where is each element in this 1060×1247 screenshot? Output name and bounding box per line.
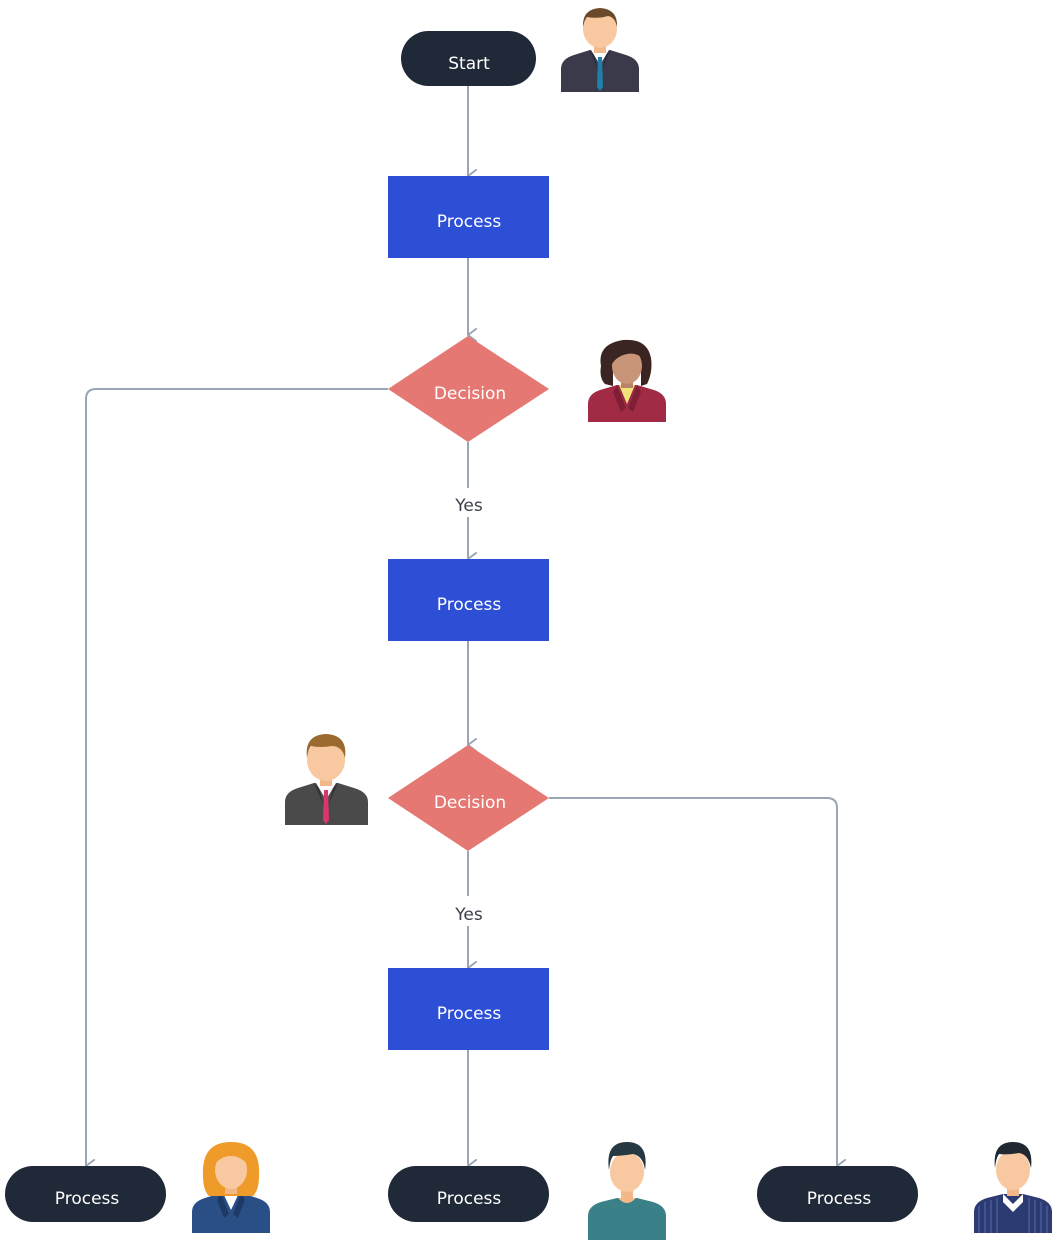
process-node-1-shape [388,176,549,258]
decision-node-2-shape [388,745,549,851]
end-node-left-label: Process [55,1189,120,1209]
process-node-2-label: Process [437,595,502,615]
process-node-2[interactable]: Process [388,559,549,641]
process-node-3-shape [388,968,549,1050]
edge-label-decision-1-yes: Yes [454,496,483,516]
decision-node-2-label: Decision [434,793,506,813]
start-node[interactable]: Start [401,31,536,86]
end-node-middle-shape [388,1166,549,1222]
woman-orange-hair-icon [192,1142,270,1233]
man-suit-red-tie-icon [285,734,368,825]
decision-node-1-shape [388,336,549,442]
process-node-2-shape [388,559,549,641]
man-striped-sweater-icon [974,1142,1052,1233]
end-node-right-shape [757,1166,918,1222]
end-node-right[interactable]: Process [757,1166,918,1222]
decision-node-1-label: Decision [434,384,506,404]
connectors [85,86,846,1173]
end-node-middle[interactable]: Process [388,1166,549,1222]
end-node-left[interactable]: Process [5,1166,166,1222]
decision-node-2[interactable]: Decision [388,745,549,851]
connector-decision-1-to-end-left [85,388,388,1173]
decision-node-1[interactable]: Decision [388,336,549,442]
start-node-label: Start [448,54,490,74]
end-node-right-label: Process [807,1189,872,1209]
edge-label-decision-2-yes: Yes [454,905,483,925]
end-node-middle-label: Process [437,1189,502,1209]
process-node-3-label: Process [437,1004,502,1024]
process-node-1-label: Process [437,212,502,232]
process-node-1[interactable]: Process [388,176,549,258]
start-node-shape [401,31,536,86]
connector-decision-2-to-end-right [549,797,846,1173]
process-node-3[interactable]: Process [388,968,549,1050]
end-node-left-shape [5,1166,166,1222]
man-suit-blue-tie-icon [561,8,639,92]
woman-red-jacket-icon [588,339,666,422]
man-teal-shirt-icon [588,1142,666,1240]
